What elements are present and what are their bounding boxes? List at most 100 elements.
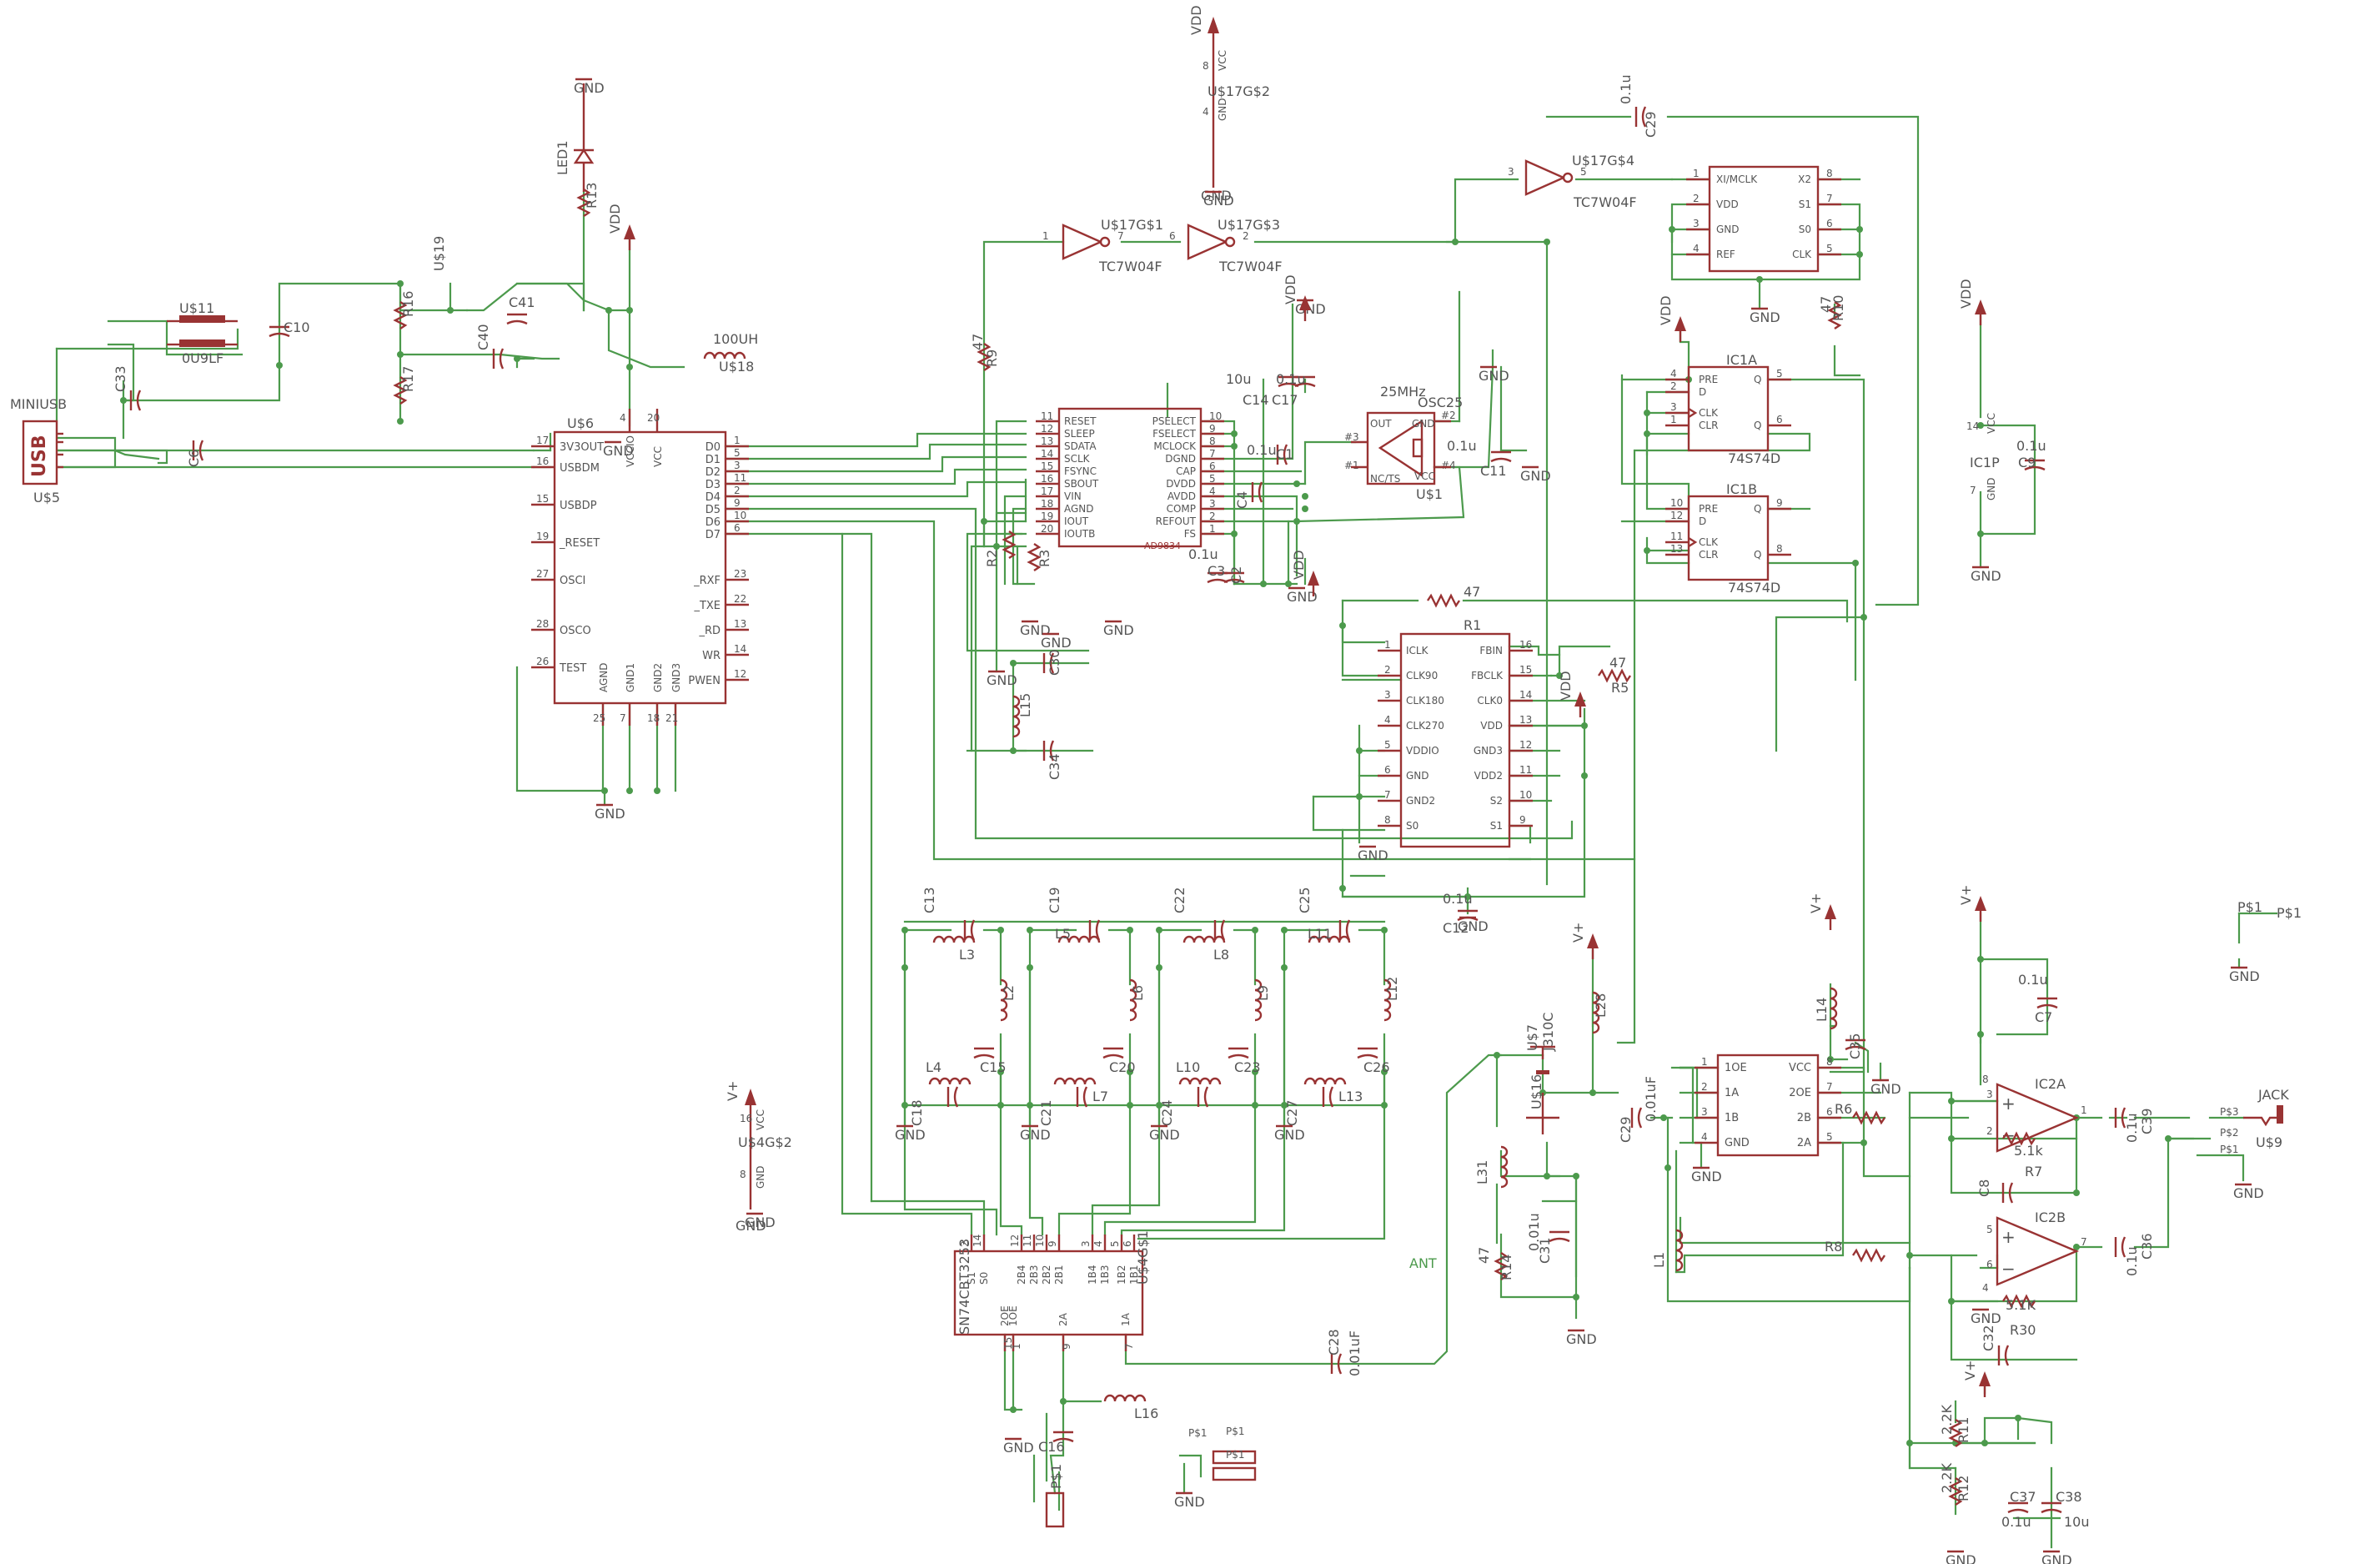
capacitor: C22 [1172, 887, 1226, 941]
capacitor: C15 [973, 1047, 1007, 1075]
ft232-chip: U$6 3V3OUT17USBDM16USBDP15_RESET19OSCI27… [531, 409, 749, 726]
ad9834-pin-num: 5 [1209, 473, 1216, 485]
usb-label: USB [29, 435, 50, 477]
capacitor: C16 [1038, 1431, 1074, 1455]
ad9834-pin-num: 9 [1209, 423, 1216, 435]
capacitor-value: 0.1u [1447, 438, 1477, 454]
clockgen-pin-num: 8 [1826, 168, 1833, 179]
ad9834-pin-name: AGND [1064, 503, 1094, 515]
ad9834-pin-num: 8 [1209, 435, 1216, 447]
ground-symbol: GND [1103, 620, 1134, 638]
inv1-ref: U$17G$1 [1101, 217, 1163, 233]
mux-pin-num: 6 [1122, 1240, 1133, 1247]
mux-pin-num: 9 [1047, 1240, 1058, 1247]
resistor-ref: R5 [1611, 680, 1629, 696]
capacitor-value: 0.1u [2124, 1113, 2140, 1143]
ad9834-pin-num: 7 [1209, 448, 1216, 460]
l18-ref: U$18 [719, 359, 754, 375]
inductor: L1 [1651, 1229, 1684, 1272]
ground-label: GND [1750, 309, 1780, 325]
switch-pin-name: 2A [1797, 1137, 1811, 1149]
capacitor-ref: C25 [1297, 887, 1313, 913]
jfet-u7: U$7 J310C U$16 [1524, 1013, 1559, 1134]
switch-pin-name: VCC [1789, 1062, 1811, 1074]
inductor: L5 [1055, 926, 1101, 943]
resistor: R6 [1835, 1101, 1885, 1125]
ft232-pin-num: 26 [536, 656, 549, 667]
ft232-pin-num: 4 [620, 412, 626, 424]
ground-label: GND [1520, 468, 1551, 484]
free-labels: ANT P$1 P$1 100UH U$18 U$19 [431, 236, 2302, 1271]
ad9834-label: AD9834 [1144, 541, 1181, 551]
inductor: L12 [1383, 977, 1400, 1022]
ground-symbol: GND [1479, 365, 1509, 384]
mux-pin-num: 1 [1011, 1343, 1022, 1350]
switch-pin-num: 2 [1701, 1081, 1708, 1093]
junctions [120, 226, 2172, 1446]
ff-pin-name: CLK [1699, 536, 1719, 548]
supply-label: VDD [1291, 550, 1307, 580]
switch-pin-name: 1OE [1725, 1062, 1747, 1074]
inv3-ref: U$17G$4 [1572, 153, 1634, 168]
resistor-value: 2.2K [1939, 1463, 1955, 1493]
ic2b-pin-plus: 5 [1986, 1224, 1993, 1235]
switch-pin-num: 6 [1826, 1106, 1833, 1118]
inductor-ref: L10 [1176, 1059, 1200, 1075]
inductor: L2 [1000, 978, 1017, 1022]
ad9834-pin-name: DVDD [1166, 478, 1196, 490]
capacitor-ref: C7 [2035, 1009, 2052, 1025]
osc-pin4: #4 [1441, 460, 1456, 471]
buffer-pin-num: 10 [1519, 789, 1532, 801]
supply-label: V+ [1958, 885, 1974, 905]
buffer-pin-num: 11 [1519, 764, 1532, 776]
capacitor-ref: C24 [1159, 1099, 1175, 1126]
ic2a-minus: − [2001, 1125, 2016, 1145]
capacitor-ref: C9 [2018, 455, 2036, 470]
ground-symbol: GND [1274, 1124, 1305, 1143]
mux-ref: U$4G$1 [1135, 1230, 1151, 1285]
inv3-part: TC7W04F [1573, 194, 1637, 210]
audio-jack: JACK U$9 P$3 P$2 P$1 [2220, 1087, 2289, 1155]
capacitor: C40 [475, 324, 505, 370]
jack-ref: U$9 [2256, 1134, 2282, 1150]
clockgen-pin-num: 4 [1693, 243, 1700, 254]
buffer-pin-name: S0 [1406, 820, 1418, 832]
ground-label: GND [1103, 622, 1134, 638]
capacitor-ref: C38 [2056, 1489, 2082, 1505]
capacitor-ref: C37 [2010, 1489, 2036, 1505]
ad9834-pin-num: 10 [1209, 410, 1222, 422]
buffer-pin-name: S1 [1490, 820, 1503, 832]
switch-pin-name: 2OE [1789, 1087, 1811, 1099]
buffer-pin-name: FBIN [1479, 645, 1503, 656]
resistor-ref: R9 [984, 350, 1000, 367]
buffer-pin-num: 8 [1384, 814, 1391, 826]
inductor [703, 351, 746, 360]
capacitor: C8 [1976, 1179, 2014, 1204]
p1-pin: P$1 [1188, 1427, 1208, 1439]
ft232-pin-num: 13 [734, 618, 746, 630]
supply-symbol: VDD [607, 204, 635, 250]
ad9834-pin-name: DGND [1165, 453, 1196, 465]
inductor: L13 [1303, 1077, 1363, 1104]
mux-pin-num: 11 [1022, 1235, 1033, 1247]
inductor: L14 [1814, 987, 1838, 1030]
resistor-ref: R3 [1037, 550, 1052, 567]
ground-symbol: GND [745, 1212, 776, 1230]
ground-label: GND [603, 443, 634, 459]
l18-value: 100UH [713, 331, 758, 347]
inv-vdd: VDD [1188, 5, 1204, 35]
resistor-ref: R2 [984, 550, 1000, 567]
jack-label: JACK [2257, 1087, 2289, 1103]
ff-pin-num: 13 [1670, 543, 1683, 555]
wires [55, 115, 2278, 1549]
capacitor-ref: C31 [1537, 1237, 1553, 1264]
inductor-ref: L13 [1338, 1089, 1363, 1104]
capacitor: C21 [1038, 1086, 1088, 1126]
buffer-pin-name: CLK90 [1406, 670, 1438, 681]
p1-pin: P$1 [1226, 1449, 1245, 1461]
resistor-ref: R12 [1956, 1476, 1971, 1501]
capacitor: C26 [1357, 1047, 1390, 1075]
